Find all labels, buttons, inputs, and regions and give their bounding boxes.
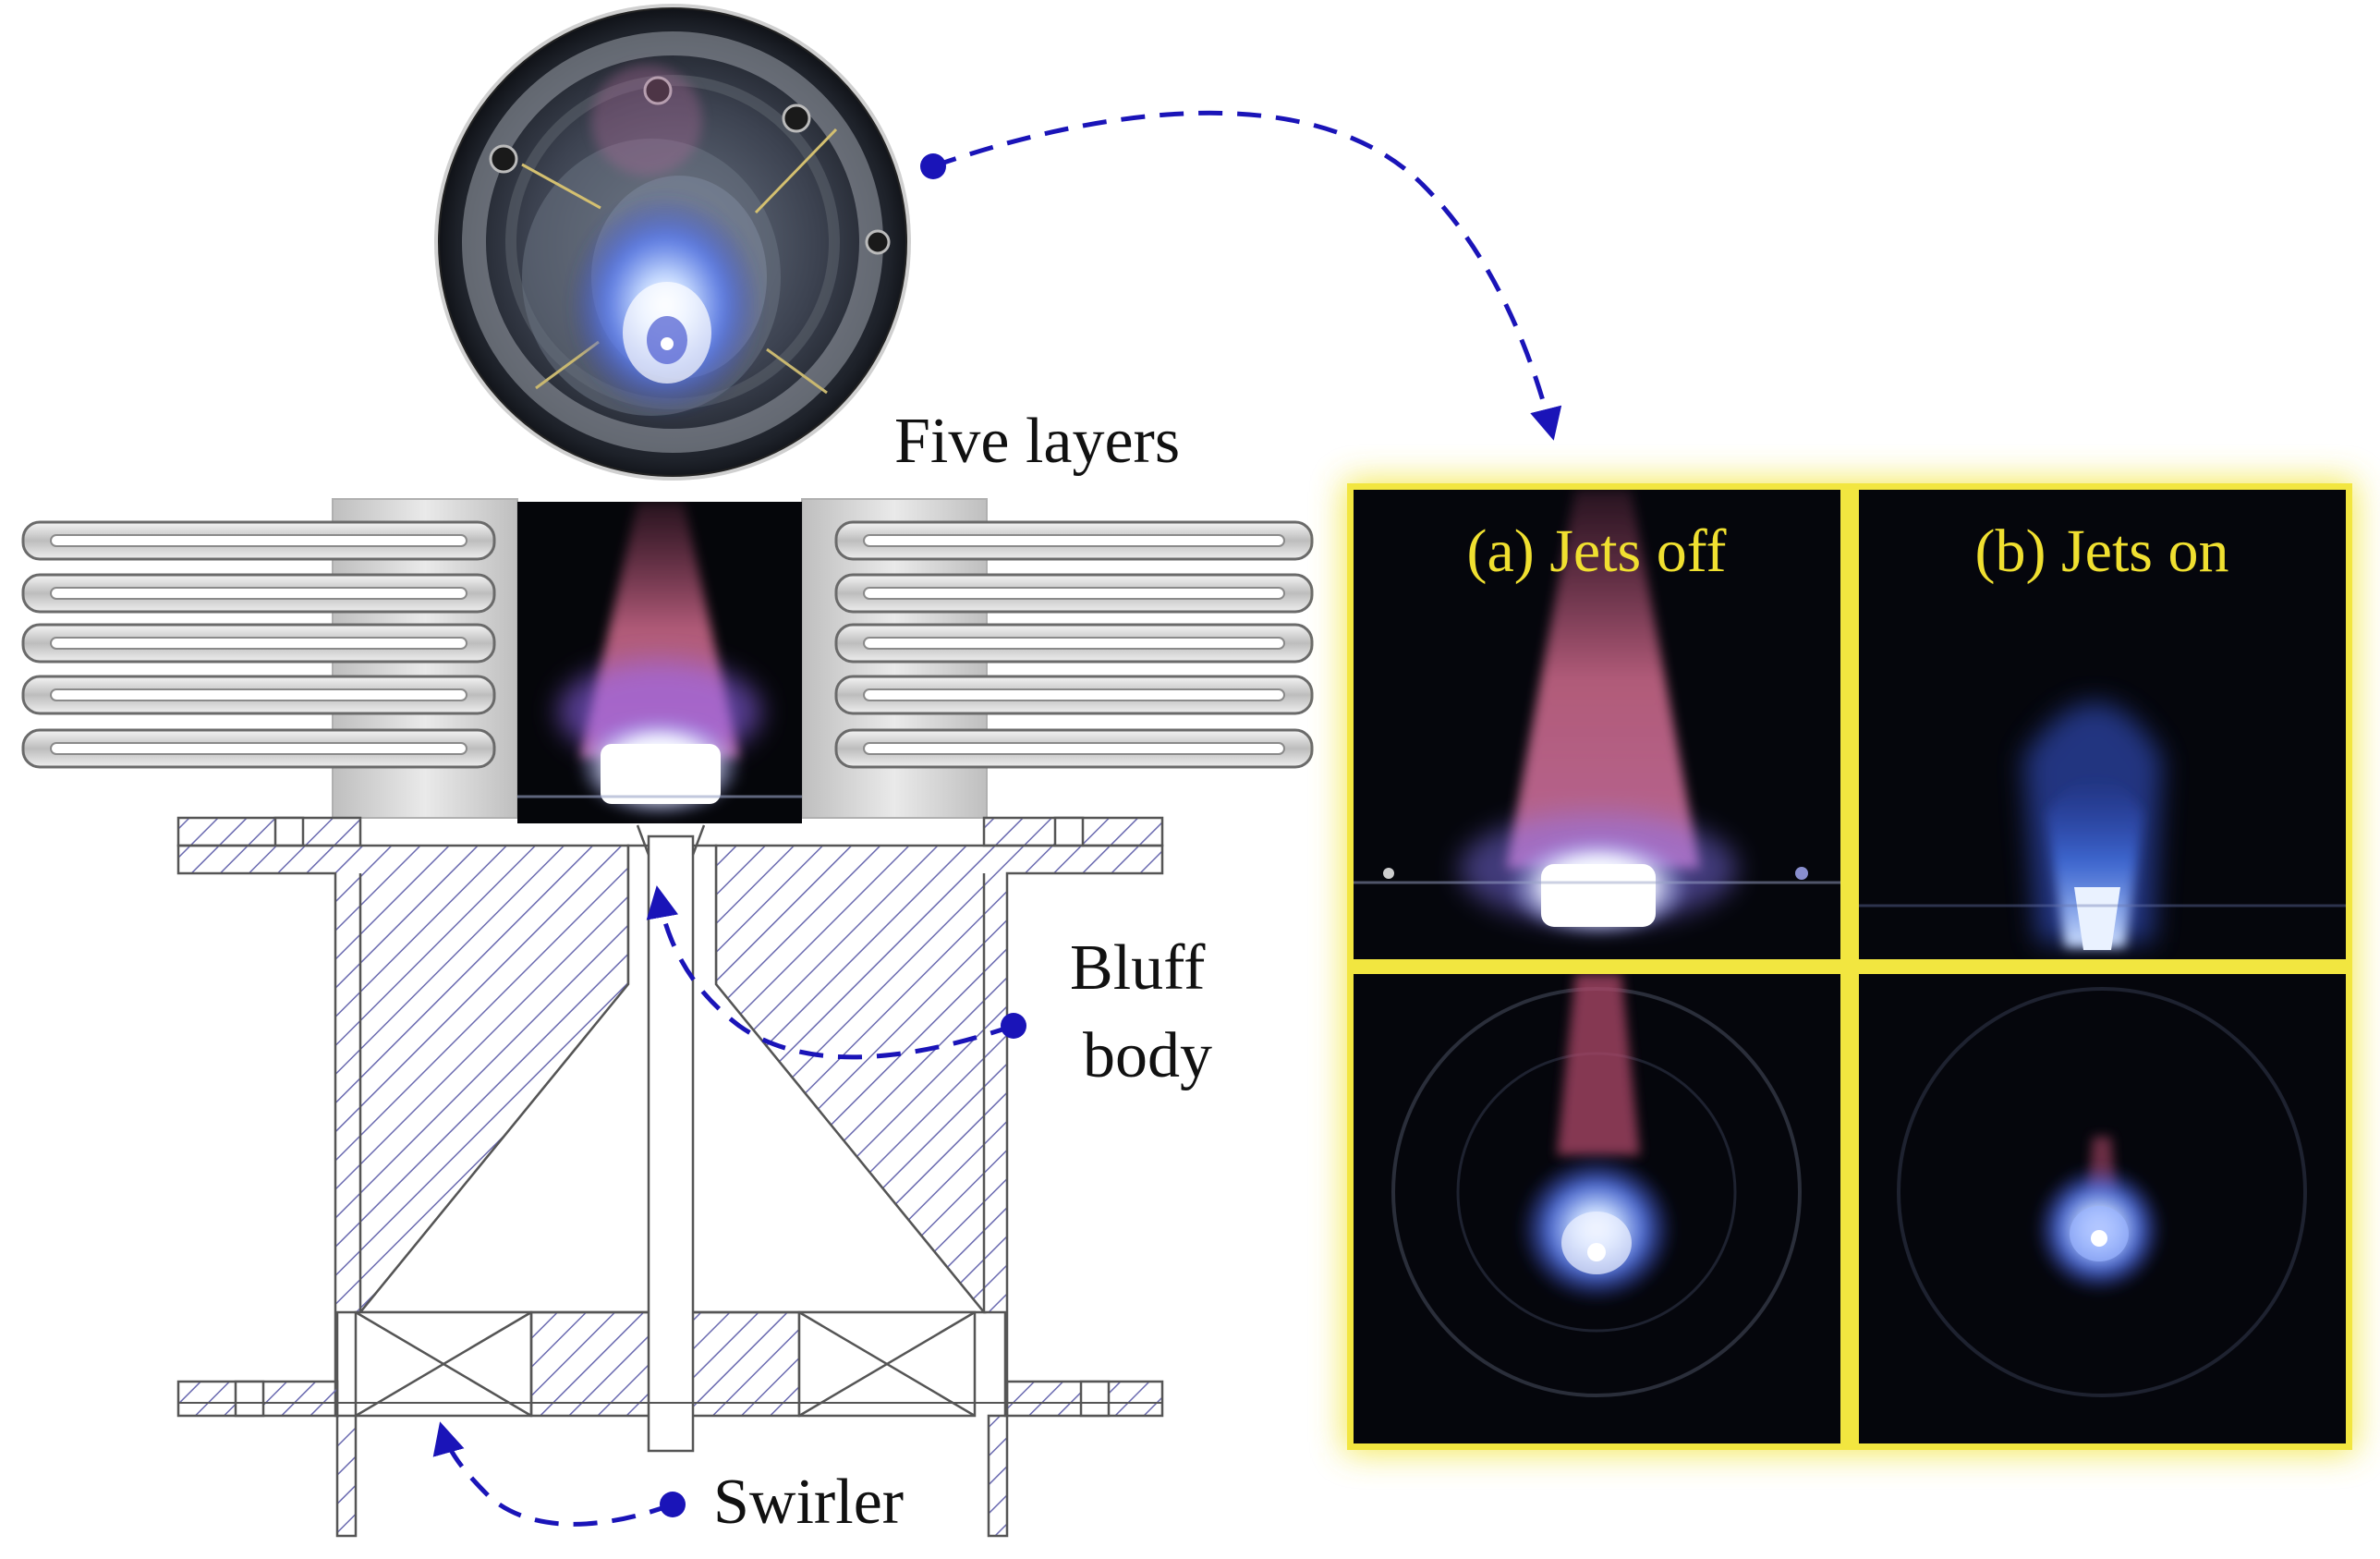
left-plate-slot-3	[50, 637, 468, 650]
bluff-body-arrow	[646, 885, 1014, 1060]
left-plate-slot-5	[50, 742, 468, 755]
swirler-label: Swirler	[713, 1467, 904, 1538]
right-plate-slot-1	[863, 534, 1285, 547]
panel-a-top-view	[1354, 974, 1840, 1443]
left-plate-slot-1	[50, 534, 468, 547]
top-view-photo	[434, 4, 911, 481]
right-plate-slot-5	[863, 742, 1285, 755]
porthole-leader-dot-icon	[920, 153, 946, 179]
heat-exchanger-layers	[21, 498, 1314, 819]
bluff-label: Bluff	[1070, 932, 1206, 1004]
porthole-to-panels-arrow	[932, 110, 1562, 441]
body-label: body	[1083, 1020, 1212, 1091]
swirler-arrow	[432, 1421, 674, 1527]
right-fin-plates	[834, 520, 1314, 769]
right-plate-slot-4	[863, 688, 1285, 701]
panel-a-side: (a) Jets off	[1354, 490, 1840, 959]
right-plate-slot-2	[863, 587, 1285, 600]
swirler-leader-dot-icon	[660, 1492, 686, 1517]
left-plate-slot-2	[50, 587, 468, 600]
panel-b-side: (b) Jets on	[1859, 490, 2346, 959]
five-layers-label: Five layers	[894, 406, 1180, 477]
panel-b-top-view	[1859, 974, 2346, 1443]
panel-b-title: (b) Jets on	[1975, 518, 2229, 585]
bluff-body-leader-dot-icon	[1001, 1013, 1026, 1039]
leader-lines	[432, 110, 1562, 1527]
left-plate-slot-4	[50, 688, 468, 701]
side-view-flame-photo	[517, 502, 802, 823]
right-plate-slot-3	[863, 637, 1285, 650]
panel-a-title: (a) Jets off	[1466, 518, 1726, 585]
left-fin-plates	[21, 520, 496, 769]
comparison-panels: (a) Jets off (b) Jets on	[1344, 481, 2355, 1453]
burner-cross-section	[176, 816, 1164, 1538]
